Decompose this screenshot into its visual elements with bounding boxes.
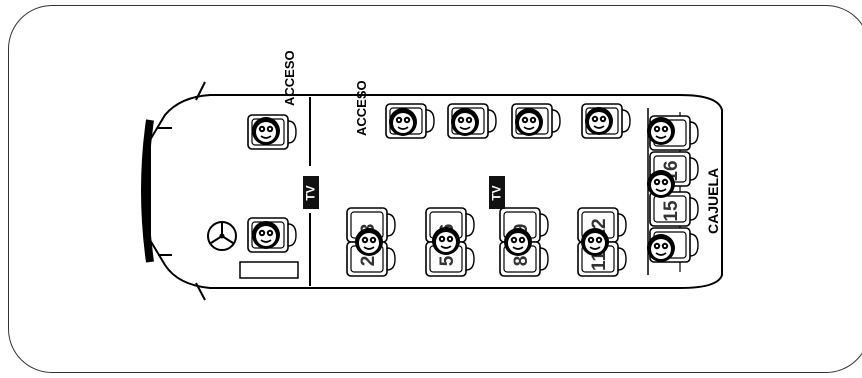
smiley-face-icon — [646, 116, 676, 146]
smiley-face-icon — [580, 227, 610, 257]
smiley-face-icon — [514, 107, 544, 137]
luggage-label: CAJUELA — [705, 167, 721, 234]
smiley-face-icon — [388, 107, 418, 137]
smiley-face-icon — [251, 220, 281, 250]
steering-wheel-icon — [207, 221, 237, 251]
smiley-face-icon — [584, 106, 614, 136]
smiley-face-icon — [646, 233, 676, 263]
tv-mid-label: TV — [490, 184, 504, 201]
smiley-face-icon — [646, 169, 676, 199]
access-front-label: ACCESO — [282, 50, 297, 106]
smiley-face-icon — [354, 227, 384, 257]
tv-mid: TV — [489, 176, 505, 209]
access-side-label: ACCESO — [354, 80, 369, 136]
smiley-face-icon — [503, 227, 533, 257]
smiley-face-icon — [431, 226, 461, 256]
smiley-face-icon — [251, 116, 281, 146]
smiley-face-icon — [450, 107, 480, 137]
tv-front: TV — [303, 176, 319, 209]
tv-front-label: TV — [304, 184, 318, 201]
